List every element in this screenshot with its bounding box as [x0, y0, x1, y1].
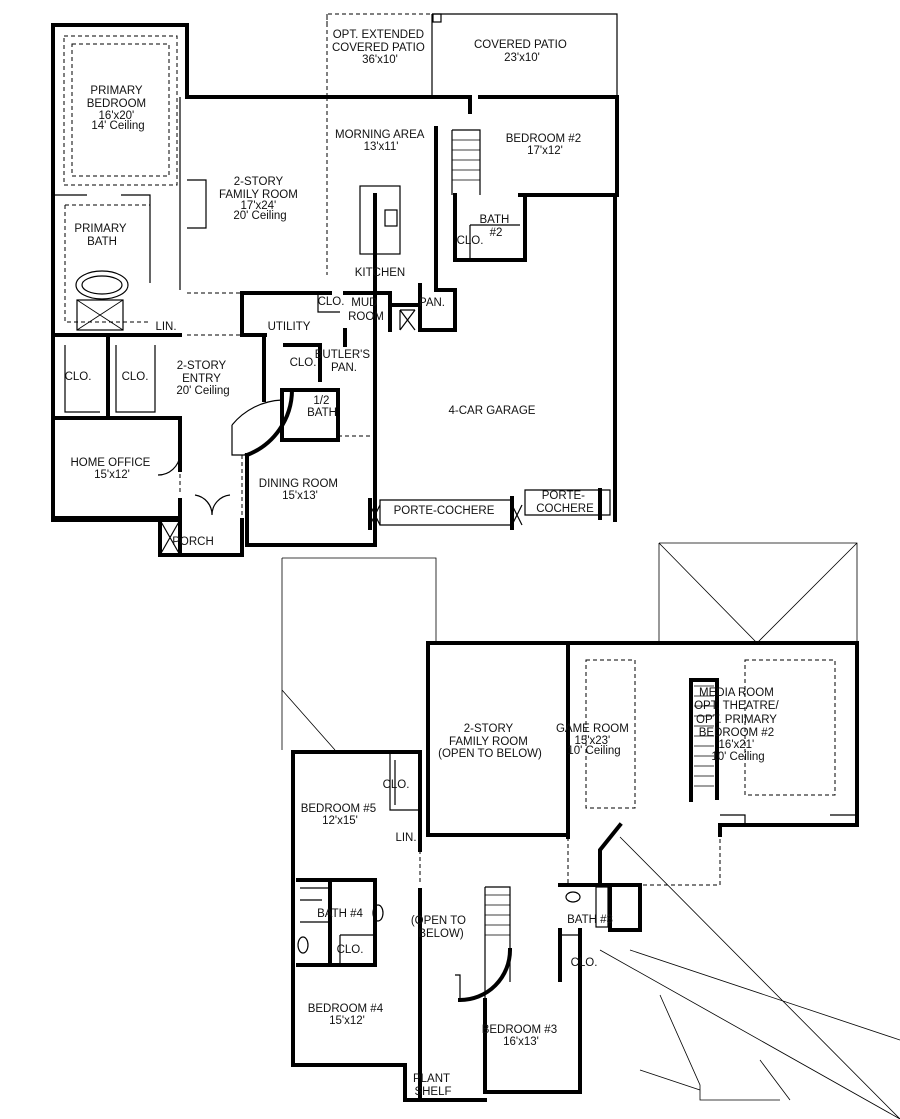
room-media-room: MEDIA ROOM OPT. THEATRE/ OPT. PRIMARY BE… [694, 687, 782, 763]
room-bath-3: BATH #3 [567, 914, 613, 926]
room-pantry: PAN. [419, 297, 445, 309]
room-dining-room: DINING ROOM 15'x13' [259, 478, 341, 502]
room-mud-room: MUD ROOM [348, 297, 384, 323]
room-bath-4: BATH #4 [317, 908, 363, 920]
second-floor-roof-lines [281, 542, 900, 1119]
room-opt-extended-patio: OPT. EXTENDED COVERED PATIO 36'x10' [332, 29, 428, 66]
first-floor-walls [51, 13, 619, 557]
room-utility-closet: CLO. [290, 357, 317, 369]
room-linen-2: LIN. [395, 832, 416, 844]
room-primary-closet-1: CLO. [65, 371, 92, 383]
room-primary-bedroom: PRIMARY BEDROOM 16'x20' 14' Ceiling [87, 85, 150, 132]
room-bedroom3-closet: CLO. [571, 957, 598, 969]
room-bedroom-3: BEDROOM #3 16'x13' [482, 1024, 561, 1048]
room-bath-2: BATH #2 [479, 214, 512, 239]
room-plant-shelf: PLANT SHELF [413, 1073, 453, 1098]
room-primary-closet-2: CLO. [122, 371, 149, 383]
room-bedroom5-closet: CLO. [383, 779, 410, 791]
first-floor-labels: OPT. EXTENDED COVERED PATIO 36'x10' COVE… [65, 29, 594, 548]
room-covered-patio: COVERED PATIO 23'x10' [474, 39, 570, 64]
room-open-to-below: (OPEN TO BELOW) [411, 915, 469, 940]
room-butlers-pantry: BUTLER'S PAN. [315, 349, 373, 374]
room-kitchen: KITCHEN [355, 267, 405, 279]
room-bedroom-4: BEDROOM #4 15'x12' [308, 1003, 387, 1027]
room-family-room: 2-STORY FAMILY ROOM 17'x24' 20' Ceiling [219, 176, 301, 222]
room-mud-closet: CLO. [318, 296, 345, 308]
room-porte-cochere-2: PORTE- COCHERE [536, 490, 594, 515]
room-morning-area: MORNING AREA 13'x11' [335, 129, 427, 153]
second-floor-walls [291, 641, 859, 1102]
room-porch: PORCH [172, 536, 214, 548]
room-half-bath: 1/2 BATH [307, 395, 337, 419]
room-porte-cochere-1: PORTE-COCHERE [394, 505, 495, 517]
second-floor-labels: 2-STORY FAMILY ROOM (OPEN TO BELOW) GAME… [301, 687, 782, 1098]
room-primary-bath: PRIMARY BATH [74, 223, 129, 248]
room-bedroom-2: BEDROOM #2 17'x12' [506, 133, 585, 157]
room-bedroom-5: BEDROOM #5 12'x15' [301, 803, 380, 827]
room-family-room-open: 2-STORY FAMILY ROOM (OPEN TO BELOW) [438, 723, 542, 760]
room-bath4-closet: CLO. [337, 944, 364, 956]
room-utility: UTILITY [268, 321, 311, 333]
room-home-office: HOME OFFICE 15'x12' [70, 457, 153, 481]
room-garage: 4-CAR GARAGE [449, 405, 536, 417]
room-bath2-closet: CLO. [457, 235, 484, 247]
room-entry: 2-STORY ENTRY 20' Ceiling [176, 360, 229, 397]
room-game-room: GAME ROOM 15'x23' 10' Ceiling [556, 723, 632, 757]
room-linen: LIN. [155, 321, 176, 333]
